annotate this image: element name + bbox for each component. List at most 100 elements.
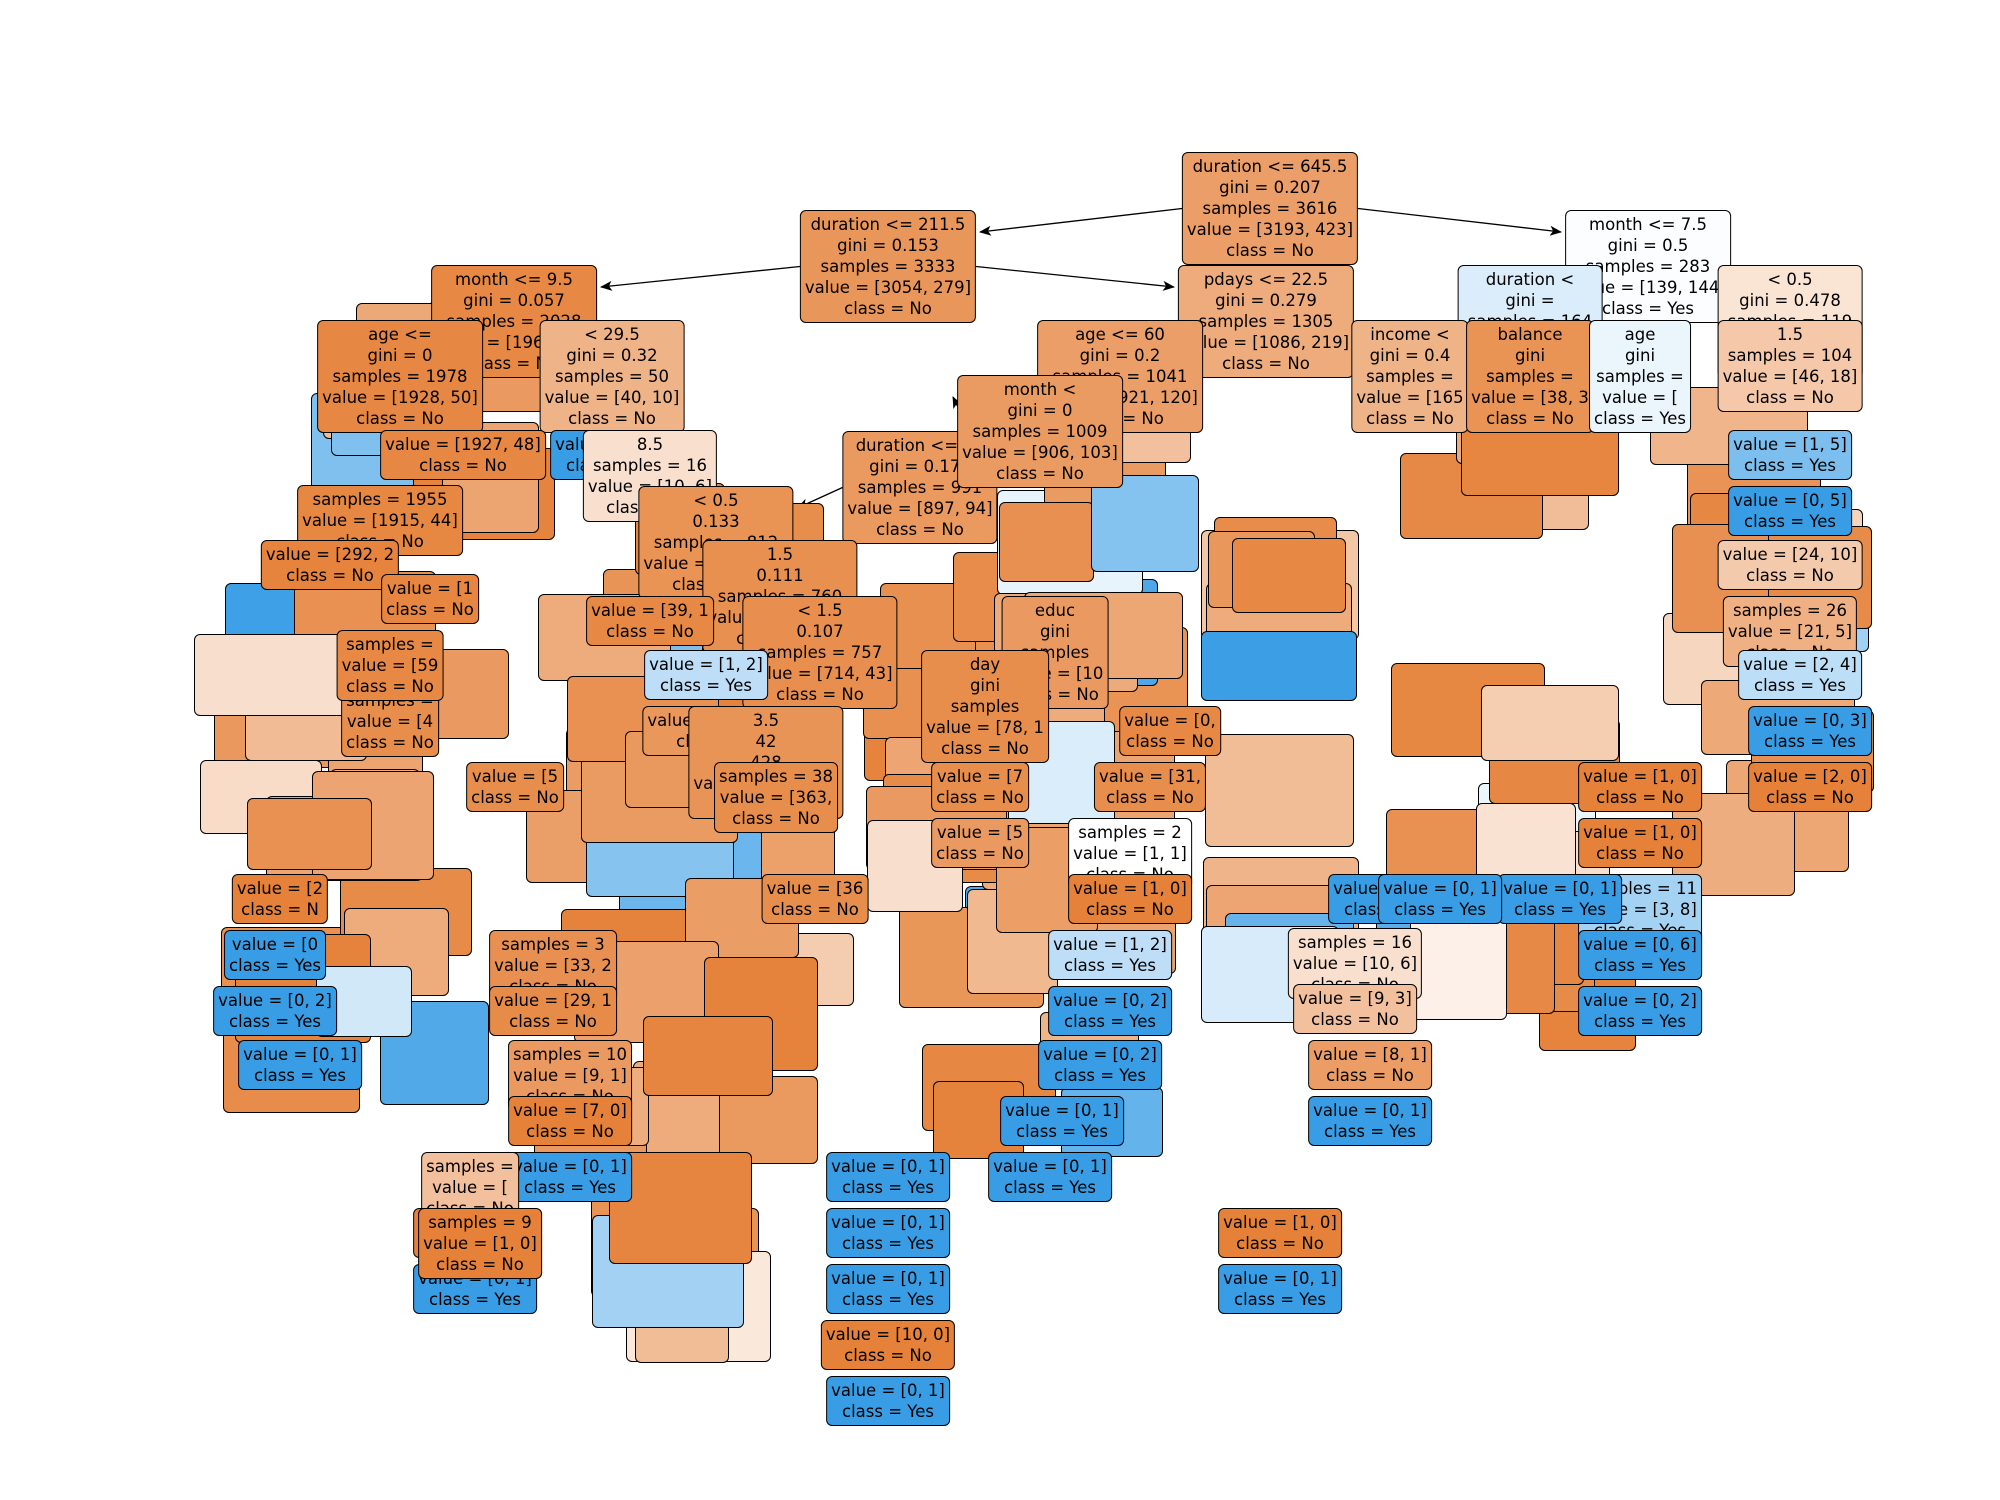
node-line: < 29.5 [584,325,640,344]
tree-node-n_a: value = [1927, 48]class = No [380,430,546,480]
node-line: class = Yes [1594,1012,1686,1031]
node-line: gini = 0.4 [1369,346,1451,365]
node-line: value = [39, 1 [591,601,709,620]
node-line: value = [1915, 44] [302,511,458,530]
node-line: samples = [346,635,434,654]
node-line: class = No [1596,788,1684,807]
node-line: value = [29, 1 [494,991,612,1010]
node-line: 3.5 [752,711,780,730]
node-line: class = N [241,900,319,919]
node-line: duration <= 645.5 [1192,157,1348,176]
node-line: class = Yes [1754,676,1846,695]
node-line: value = [897, 94] [847,499,993,518]
node-line: value = [165 [1356,388,1464,407]
node-line: class = No [936,788,1024,807]
node-line: value = [0, 2] [1053,991,1167,1010]
tree-node-shadow [1201,631,1357,701]
node-line: value = [33, 2 [494,956,612,975]
node-line: class = No [876,520,964,539]
tree-node-n_ah: value = [0,class = No [1119,706,1221,756]
node-line: value = [7, 0] [513,1101,627,1120]
node-line: samples = 2 [1078,823,1182,842]
node-line: value = [31, [1098,767,1202,786]
node-line: value = [0, 5] [1733,491,1847,510]
tree-node-n_ag: value = [0, 1]class = Yes [1308,1096,1432,1146]
node-line: value = [0, 3] [1753,711,1867,730]
node-line: class = Yes [1016,1122,1108,1141]
node-line: value = [8, 1] [1313,1045,1427,1064]
node-line: class = Yes [842,1178,934,1197]
node-line: class = Yes [660,676,752,695]
node-line: samples = 991 [857,478,983,497]
node-line: gini = 0.32 [566,346,658,365]
node-line: class = No [776,685,864,704]
node-line: 1.5 [766,545,794,564]
tree-node-n_bv: value = [0, 1] class = Yes [1378,874,1502,924]
node-line: class = Yes [1594,409,1686,428]
node-line: class = No [1486,409,1574,428]
tree-edge-root-n_right [1357,207,1562,236]
tree-node-shadow [1232,538,1346,613]
node-line: value = [ [1602,388,1678,407]
node-line: age <= [368,325,432,344]
node-line: samples = 1305 [1198,312,1334,331]
node-line: value = [9, 3] [1298,989,1412,1008]
node-line: class = No [1106,788,1194,807]
node-line: samples = 10 [513,1045,627,1064]
node-line: value = [1, 5] [1733,435,1847,454]
node-line: value = [9, 1] [513,1066,627,1085]
node-line: value = [1928, 50] [322,388,478,407]
node-line: value = [0, 1] [1383,879,1497,898]
node-line: class = No [844,1346,932,1365]
node-line: gini = 0.172 [869,457,971,476]
node-line: month <= 9.5 [455,270,573,289]
node-line: gini = 0.478 [1739,291,1841,310]
node-line: gini [969,676,1001,695]
node-line: class = No [356,409,444,428]
node-line: class = No [1086,900,1174,919]
node-line: samples = 3333 [820,257,956,276]
node-line: class = No [606,622,694,641]
node-line: samples = 16 [593,456,707,475]
node-line: gini = 0.2 [1079,346,1161,365]
node-line: class = No [771,900,859,919]
tree-node-n_br: value = [0, 1]class = Yes [238,1040,362,1090]
node-line: gini = 0.057 [463,291,565,310]
node-line: class = No [1746,388,1834,407]
node-line: value = [1, 2] [649,655,763,674]
node-line: samples = [1486,367,1574,386]
node-line: class = No [1596,844,1684,863]
node-line: samples [950,697,1020,716]
node-line: class = No [936,844,1024,863]
node-line: class = Yes [1054,1066,1146,1085]
node-line: value = [2 [236,879,324,898]
tree-node-shadow [1410,917,1507,1020]
node-line: value = [0, [1124,711,1216,730]
node-line: month < [1003,380,1077,399]
node-line: 8.5 [636,435,664,454]
node-line: 0.133 [692,512,740,531]
tree-node-n_y: value = [1, 0]class = No [1578,818,1702,868]
node-line: value = [5 [936,823,1024,842]
node-line: pdays <= 22.5 [1203,270,1329,289]
node-line: value = [0, 2] [218,991,332,1010]
node-line: value = [0, 2] [1583,991,1697,1010]
node-line: value = [0, 1] [1313,1101,1427,1120]
node-line: < 0.5 [693,491,739,510]
node-line: samples = 26 [1733,601,1847,620]
node-line: gini = 0.5 [1607,236,1689,255]
node-line: class = No [941,739,1029,758]
node-line: samples = 3 [501,935,605,954]
tree-node-n_q: value = [1, 5]class = Yes [1728,430,1852,480]
tree-node-n_bp: value = [39, 1 class = No [586,596,714,646]
node-line: class = Yes [1394,900,1486,919]
